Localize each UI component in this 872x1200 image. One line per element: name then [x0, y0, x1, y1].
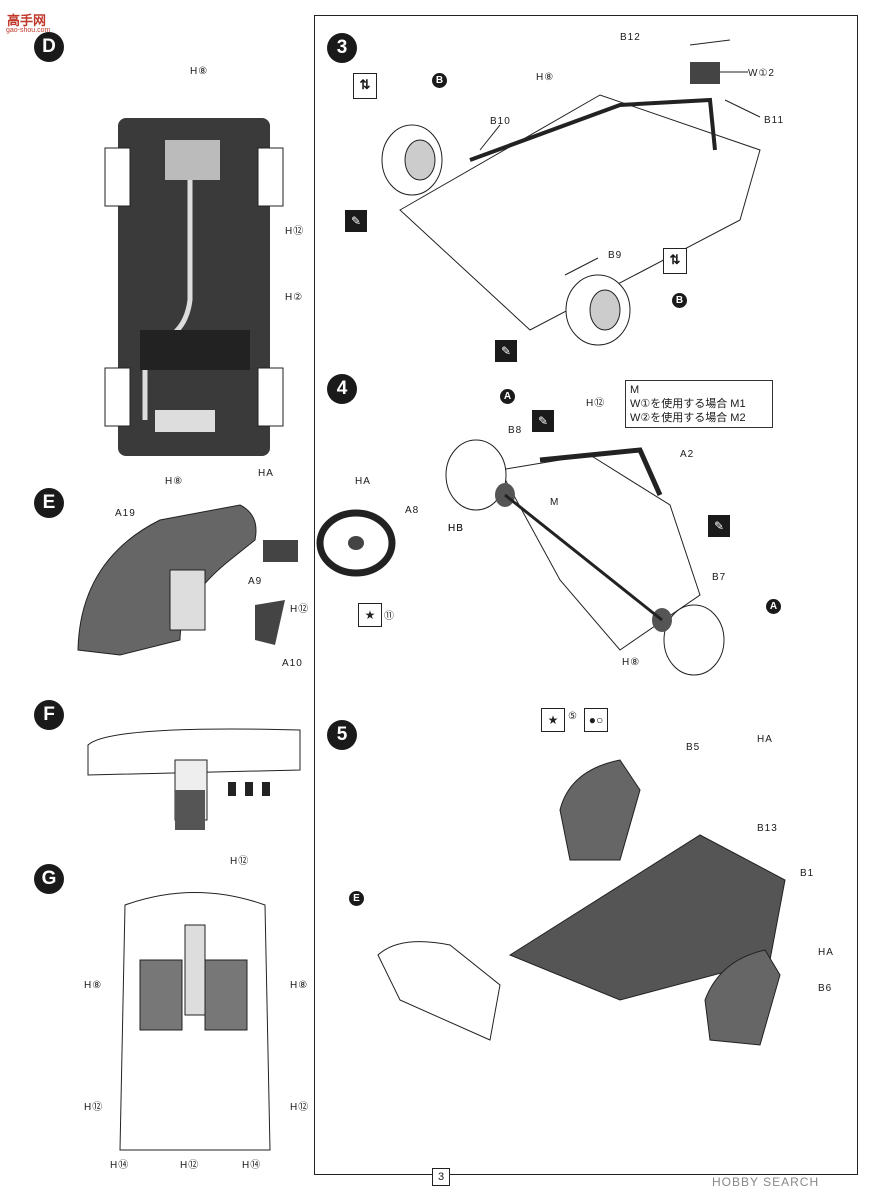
part-label-h8-s3: H⑧ [536, 72, 555, 83]
part-label-m: M [550, 497, 560, 508]
ref-e-badge: E [349, 891, 364, 906]
part-label-h12: H⑫ [285, 226, 305, 237]
part-label-h12-left: H⑫ [84, 1102, 104, 1113]
legend-line-1: W①を使用する場合 M1 [630, 398, 746, 410]
ref-b-badge: B [432, 73, 447, 88]
part-label-b6: B6 [818, 983, 833, 994]
ref-a-badge: A [500, 389, 515, 404]
ref-b-badge-2: B [672, 293, 687, 308]
part-label-ha-s5-2: HA [818, 947, 834, 958]
glue-pen-icon-3: ✎ [532, 410, 554, 432]
direction-arrows-icon-2: ⇅ [663, 248, 687, 274]
part-label-b12: B12 [620, 32, 641, 43]
step-g-badge: G [34, 864, 64, 894]
part-label-b7: B7 [712, 572, 727, 583]
part-label-h14-right: H⑭ [242, 1160, 262, 1171]
part-label-a8: A8 [405, 505, 420, 516]
ref-a-badge-2: A [766, 599, 781, 614]
interior-top-illustration [119, 892, 271, 1151]
step-5-badge: 5 [327, 720, 357, 750]
two-tone-paint-icon: ●○ [584, 708, 608, 732]
part-label-ha: HA [258, 468, 274, 479]
part-label-b8: B8 [508, 425, 523, 436]
part-label-ha-wheel: HA [355, 476, 371, 487]
site-logo: 高手网 [7, 13, 47, 28]
part-label-a9: A9 [248, 576, 263, 587]
site-logo-sub: gao-shou.com [6, 27, 51, 34]
chassis-underside-illustration [104, 118, 284, 456]
part-label-a19: A19 [115, 508, 136, 519]
part-label-h12-s4: H⑫ [586, 398, 606, 409]
step-f-badge: F [34, 700, 64, 730]
part-label-b9: B9 [608, 250, 623, 261]
paint-number-11: ⑪ [384, 611, 395, 622]
glue-pen-icon: ✎ [345, 210, 367, 232]
part-label-h14-left: H⑭ [110, 1160, 130, 1171]
part-label-a2: A2 [680, 449, 695, 460]
step4-frame-illustration [445, 439, 725, 676]
part-label-b5: B5 [686, 742, 701, 753]
step-d-badge: D [34, 32, 64, 62]
paint-number-5: ⑤ [568, 711, 578, 722]
step5-interior-illustration [377, 759, 786, 1046]
page-number: 3 [432, 1168, 450, 1186]
glue-pen-icon-4: ✎ [708, 515, 730, 537]
steps-panel [314, 15, 858, 1175]
part-label-h8-bottom: H⑧ [165, 476, 184, 487]
part-label-h2: H② [285, 292, 304, 303]
part-label-h8-s4: H⑧ [622, 657, 641, 668]
legend-title: M [630, 384, 640, 396]
glue-pen-icon-2: ✎ [495, 340, 517, 362]
star-paint-icon: ★ [358, 603, 382, 627]
mount-legend: M W①を使用する場合 M1 W②を使用する場合 M2 [625, 380, 773, 428]
part-label-b10: B10 [490, 116, 511, 127]
part-label-h12-f: H⑫ [230, 856, 250, 867]
part-label-b1: B1 [800, 868, 815, 879]
part-label-ha-s5: HA [757, 734, 773, 745]
step-3-badge: 3 [327, 33, 357, 63]
part-label-hb-s4: HB [448, 523, 464, 534]
part-label-h12-e: H⑫ [290, 604, 310, 615]
part-label-h12-right: H⑫ [290, 1102, 310, 1113]
part-label-h8-right: H⑧ [290, 980, 309, 991]
part-label-hb: HB [448, 523, 464, 534]
part-label-w12: W①2 [748, 68, 775, 79]
direction-arrows-icon: ⇅ [353, 73, 377, 99]
part-label-a10: A10 [282, 658, 303, 669]
step-e-badge: E [34, 488, 64, 518]
step3-chassis-illustration [381, 62, 761, 346]
part-label-h8-left: H⑧ [84, 980, 103, 991]
legend-line-2: W②を使用する場合 M2 [630, 412, 746, 424]
star-paint-icon-2: ★ [541, 708, 565, 732]
dash-front-illustration [87, 728, 301, 830]
dashboard-illustration [77, 504, 396, 656]
part-label-b13: B13 [757, 823, 778, 834]
part-label-b11: B11 [764, 115, 785, 126]
part-label-h12-center: H⑫ [180, 1160, 200, 1171]
part-label-h8-top: H⑧ [190, 66, 209, 77]
watermark: HOBBY SEARCH [712, 1175, 820, 1189]
step-4-badge: 4 [327, 374, 357, 404]
